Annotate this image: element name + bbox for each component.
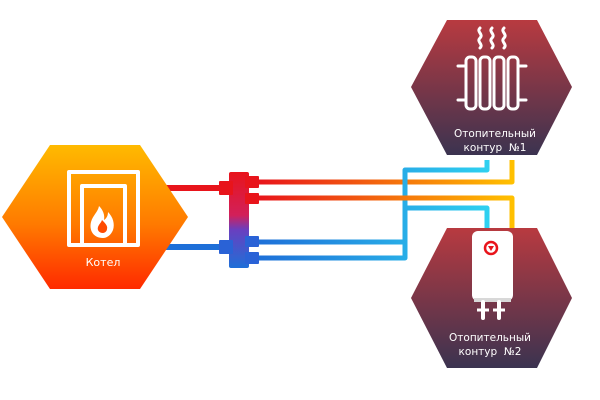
circuit2-return-pipe [258,205,490,261]
circuit2-label-line2: контур №2 [458,346,522,358]
circuit1-label-line1: Отопительный [454,128,536,140]
circuit2-node [411,228,572,368]
furnace-flame-icon [67,170,140,247]
circuit1-return-pipe [258,160,490,245]
circuit2-supply-pipe [258,195,515,228]
circuit1-node [411,20,572,155]
boiler-node [2,145,188,289]
circuit1-supply-pipe [258,160,515,185]
circuit1-label: Отопительный контур №1 [420,127,570,155]
boiler-supply-pipe [165,185,223,191]
manifold [219,172,259,268]
circuit1-label-line2: контур №1 [463,142,527,154]
circuit2-label: Отопительный контур №2 [415,331,565,359]
circuit2-label-line1: Отопительный [449,332,531,344]
pipes [165,160,515,261]
boiler-return-pipe [165,244,223,250]
water-heater-icon [472,231,513,320]
boiler-label: Котел [85,256,121,269]
radiator-icon [456,26,528,111]
